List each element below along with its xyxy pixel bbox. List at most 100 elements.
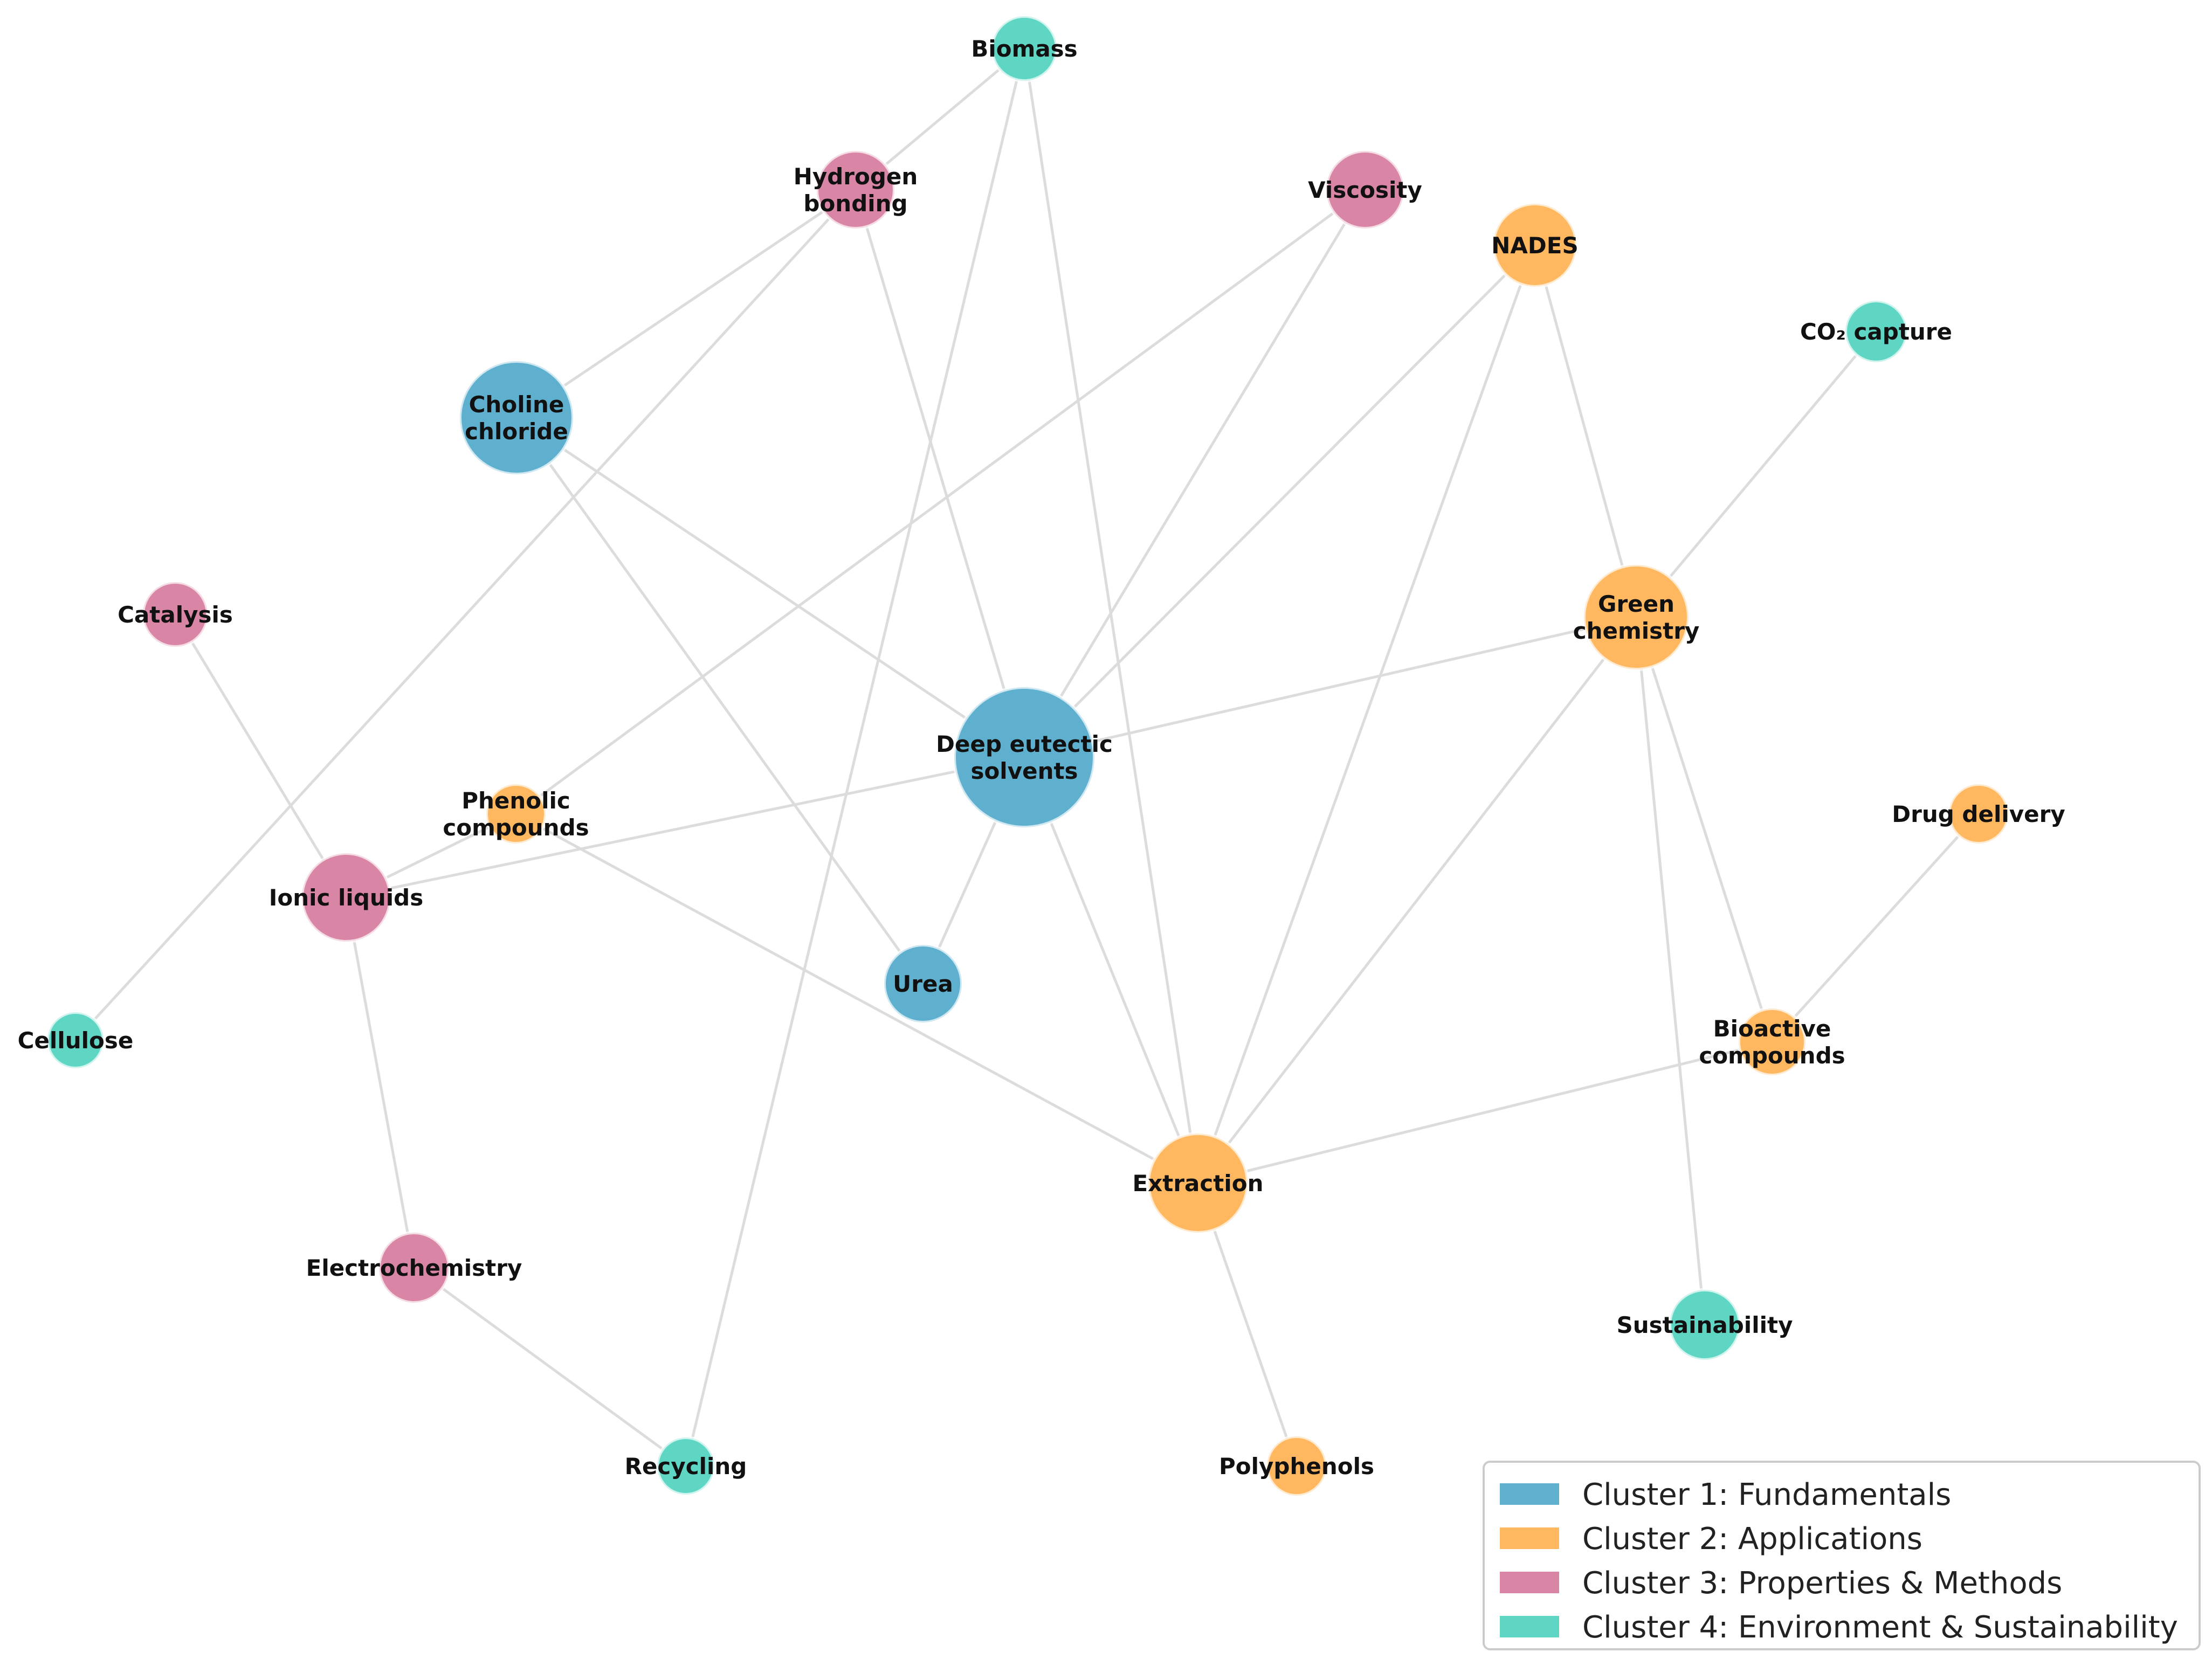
edge-green-sustain (1635, 617, 1706, 1325)
edge-catalysis-ionic (174, 613, 348, 898)
node-label-co2: CO₂ capture (1800, 319, 1952, 345)
node-label-nades: NADES (1491, 232, 1578, 259)
edge-phenolic-extraction (515, 812, 1199, 1185)
legend-frame (1483, 1461, 2201, 1650)
node-circle-electro (377, 1231, 451, 1304)
node-extraction: Extraction (1132, 1132, 1264, 1234)
legend-label-cluster-2: Cluster 2: Applications (1582, 1522, 1922, 1557)
edge-green-co2 (1635, 330, 1877, 618)
node-circle-phenolic (485, 783, 547, 845)
node-circle-ionic (300, 852, 392, 943)
node-ionic: Ionic liquids (269, 852, 424, 943)
node-circle-extraction (1147, 1132, 1249, 1234)
node-circle-urea (883, 943, 963, 1024)
legend-swatch-cluster-2 (1500, 1527, 1559, 1549)
edge-hbond-cellulose (74, 189, 857, 1041)
node-label-recycling: Recycling (625, 1453, 747, 1480)
node-label-bioactive: compounds (1699, 1042, 1845, 1069)
edge-nades-green (1533, 245, 1638, 618)
node-circle-bioactive (1737, 1007, 1807, 1077)
node-recycling: Recycling (625, 1436, 747, 1496)
node-label-ionic: Ionic liquids (269, 884, 424, 911)
node-viscosity: Viscosity (1308, 149, 1422, 230)
edge-des-nades (1023, 244, 1536, 758)
node-label-bioactive: Bioactive (1713, 1015, 1831, 1042)
node-label-hbond: Hydrogen (794, 163, 918, 190)
node-label-biomass: Biomass (971, 36, 1077, 62)
node-label-cellulose: Cellulose (18, 1027, 134, 1054)
edge-choline-urea (515, 417, 925, 985)
edge-des-choline (515, 416, 1025, 759)
legend-label-cluster-1: Cluster 1: Fundamentals (1582, 1477, 1951, 1512)
legend-swatch-cluster-3 (1500, 1572, 1559, 1593)
node-circle-biomass (990, 15, 1058, 82)
edges-layer (74, 47, 1980, 1468)
edge-des-ionic (346, 756, 1025, 899)
node-label-des: solvents (970, 758, 1078, 784)
node-catalysis: Catalysis (118, 580, 233, 648)
legend-swatch-cluster-1 (1500, 1483, 1559, 1505)
node-label-sustain: Sustainability (1617, 1312, 1793, 1338)
edge-des-green (1024, 616, 1637, 759)
edge-green-bioactive (1635, 617, 1774, 1042)
node-circle-hbond (815, 149, 896, 230)
node-circle-drug (1947, 783, 2010, 845)
node-circle-green (1582, 563, 1690, 671)
edge-ionic-electro (344, 897, 416, 1268)
edge-des-hbond (854, 189, 1026, 758)
edge-electro-recycling (413, 1266, 687, 1468)
node-label-hbond: bonding (803, 190, 907, 217)
legend-label-cluster-3: Cluster 3: Properties & Methods (1582, 1566, 2062, 1601)
node-label-phenolic: compounds (443, 814, 589, 841)
node-label-green: chemistry (1573, 618, 1700, 644)
node-cellulose: Cellulose (18, 1011, 134, 1070)
node-nades: NADES (1491, 202, 1579, 288)
node-circle-sustain (1668, 1288, 1741, 1361)
node-label-phenolic: Phenolic (461, 787, 570, 814)
node-circle-co2 (1844, 299, 1908, 364)
node-co2: CO₂ capture (1800, 299, 1952, 364)
node-circle-des (953, 686, 1096, 829)
node-label-green: Green (1598, 591, 1674, 617)
node-label-des: Deep eutectic (936, 731, 1113, 757)
node-circle-cellulose (46, 1011, 105, 1070)
node-drug: Drug delivery (1892, 783, 2065, 845)
node-label-polyphenols: Polyphenols (1219, 1453, 1374, 1480)
node-electro: Electrochemistry (306, 1231, 522, 1304)
node-urea: Urea (883, 943, 963, 1024)
node-circle-viscosity (1325, 149, 1405, 230)
legend-label-cluster-4: Cluster 4: Environment & Sustainability (1582, 1610, 2178, 1645)
node-label-drug: Drug delivery (1892, 801, 2065, 827)
node-circle-choline (458, 360, 575, 476)
edge-bioactive-drug (1771, 813, 1980, 1043)
edge-des-viscosity (1023, 189, 1367, 758)
node-circle-recycling (656, 1436, 716, 1496)
edge-biomass-extraction (1023, 48, 1200, 1184)
node-biomass: Biomass (971, 15, 1078, 82)
node-label-extraction: Extraction (1132, 1170, 1263, 1197)
edge-biomass-recycling (684, 48, 1026, 1467)
node-label-choline: Choline (469, 391, 564, 418)
legend-swatch-cluster-4 (1500, 1616, 1559, 1637)
node-label-choline: chloride (465, 418, 568, 445)
edge-viscosity-phenolic (515, 188, 1366, 815)
edge-nades-extraction (1196, 245, 1536, 1184)
node-circle-polyphenols (1265, 1435, 1328, 1497)
node-label-catalysis: Catalysis (118, 602, 233, 628)
node-label-urea: Urea (893, 971, 953, 997)
edge-green-extraction (1197, 616, 1637, 1184)
node-label-viscosity: Viscosity (1308, 177, 1422, 203)
edge-extraction-bioactive (1197, 1040, 1773, 1185)
edge-des-extraction (1023, 757, 1200, 1184)
node-circle-catalysis (141, 580, 209, 648)
